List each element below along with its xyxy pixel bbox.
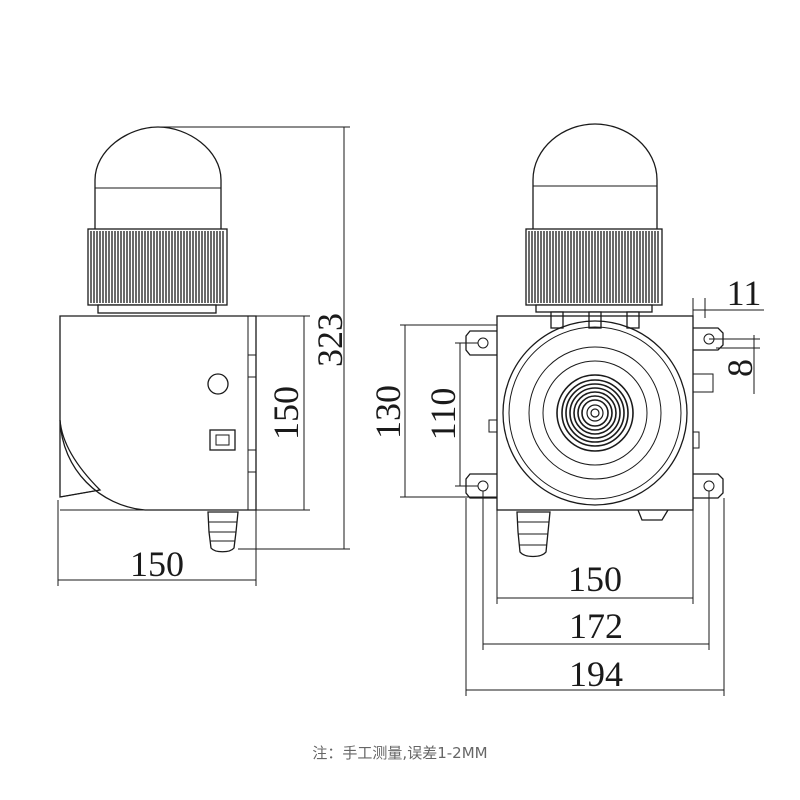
side-collar-base <box>97 304 217 314</box>
cone-ring <box>590 408 600 418</box>
cone-ring <box>586 404 604 422</box>
front-view: 130 110 11 8 150 172 194 <box>368 123 764 696</box>
dim-depth-label: 150 <box>130 544 184 584</box>
side-switch-inner <box>215 434 230 446</box>
cone-ring <box>577 395 613 431</box>
front-stud-left <box>550 311 564 329</box>
front-ear-top-left-hole <box>477 337 489 349</box>
cone-ring <box>569 387 621 439</box>
front-speaker-cone <box>556 374 634 452</box>
front-ring-3 <box>528 346 662 480</box>
front-ring-1 <box>502 320 688 506</box>
side-horn-lip <box>59 489 101 498</box>
side-view: 323 150 150 <box>57 126 350 586</box>
cone-ring <box>561 379 629 447</box>
cone-ring <box>556 374 634 452</box>
front-side-button <box>692 373 714 393</box>
measurement-note: 注：手工测量,误差1-2MM <box>312 744 488 762</box>
dim-323-label: 323 <box>310 313 350 367</box>
dim-8-label: 8 <box>720 359 760 377</box>
front-ring-2 <box>508 326 682 500</box>
front-body <box>496 315 694 511</box>
front-right-nub <box>692 431 700 449</box>
side-hinge-top <box>247 354 257 378</box>
side-knob <box>207 373 229 395</box>
side-hinge-bottom <box>247 449 257 473</box>
dim-110-label: 110 <box>423 388 463 441</box>
dim-side150-label: 150 <box>266 386 306 440</box>
dim-172-label: 172 <box>569 606 623 646</box>
cone-ring <box>581 399 609 427</box>
dim-11-label: 11 <box>727 273 762 313</box>
dim-194-label: 194 <box>569 654 623 694</box>
side-switch <box>209 429 236 451</box>
cone-ring <box>565 383 625 443</box>
front-collar-base <box>535 304 653 313</box>
dim-130-label: 130 <box>368 385 408 439</box>
side-dome <box>94 126 222 231</box>
side-horn <box>59 419 102 498</box>
front-dome <box>532 123 658 231</box>
front-ear-bottom-right-hole <box>703 480 715 492</box>
front-collar-ribs <box>528 231 659 303</box>
front-stud-right <box>626 311 640 329</box>
front-ear-bottom-left-hole <box>477 480 489 492</box>
side-collar-ribs <box>90 231 224 303</box>
cone-ring <box>573 391 617 435</box>
front-bottom-nub <box>637 509 669 521</box>
dim-f150-label: 150 <box>568 559 622 599</box>
side-body-outline <box>59 315 257 511</box>
front-stud-center <box>588 311 602 329</box>
front-ear-bottom-right <box>693 473 724 499</box>
front-ring-4 <box>542 360 648 466</box>
front-left-nub <box>488 419 498 433</box>
